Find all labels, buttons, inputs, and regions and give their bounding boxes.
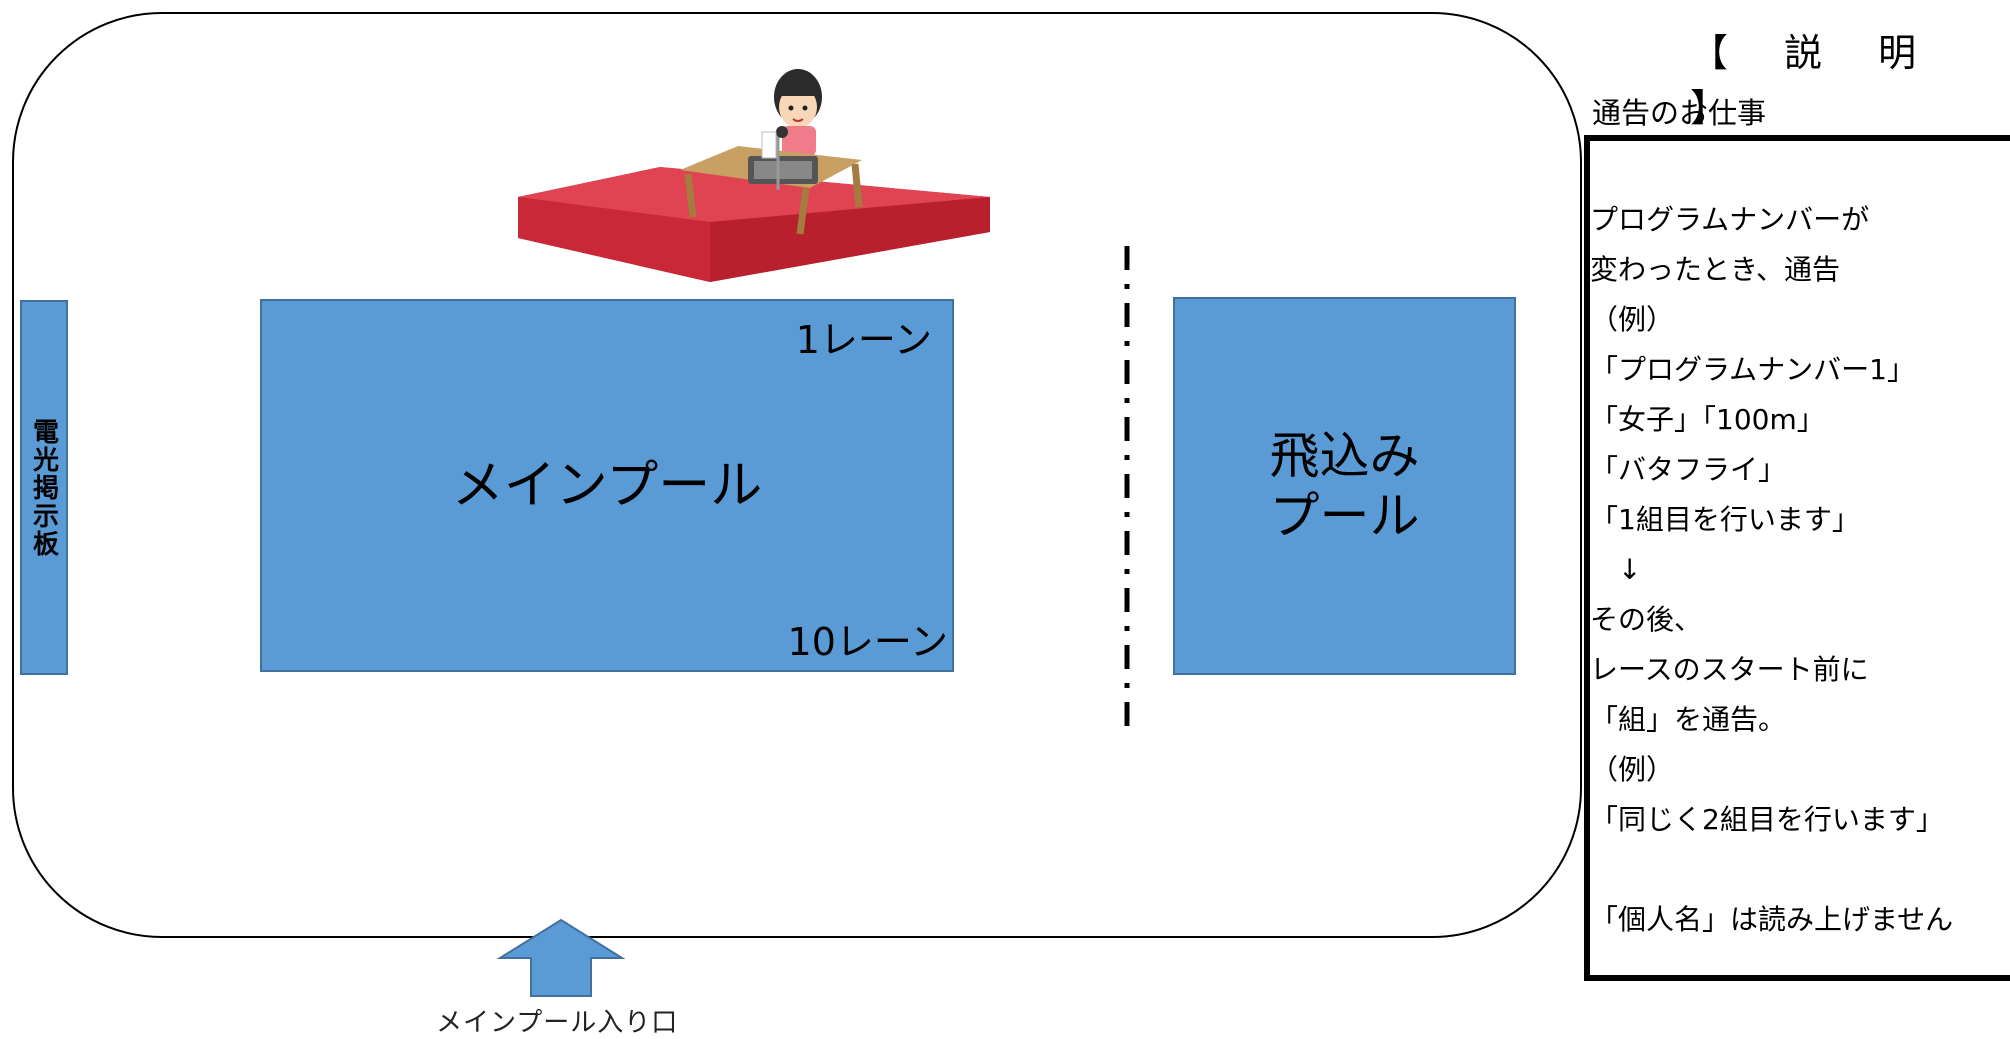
explanation-line: ↓ — [1590, 553, 1642, 586]
explanation-line: 「1組目を行います」 — [1590, 503, 1860, 536]
main-pool-label: メインプール — [451, 456, 763, 516]
explanation-line: 「組」を通告。 — [1590, 703, 1787, 736]
explanation-line: 「プログラムナンバー1」 — [1590, 353, 1915, 386]
lane-1-label: 1レーン — [795, 318, 932, 362]
announcer-desk-icon — [518, 69, 990, 282]
explanation-lines: プログラムナンバーが 変わったとき、通告 （例） 「プログラムナンバー1」 「女… — [1590, 195, 1953, 945]
explanation-line: 「個人名」は読み上げません — [1590, 903, 1954, 936]
explanation-line: 「女子」「100m」 — [1590, 403, 1825, 436]
explanation-line: 「同じく2組目を行います」 — [1590, 803, 1944, 836]
panel-subtitle: 通告のお仕事 — [1592, 96, 1767, 130]
explanation-line: プログラムナンバーが — [1590, 203, 1870, 236]
explanation-line: （例） — [1590, 753, 1675, 786]
explanation-box: プログラムナンバーが 変わったとき、通告 （例） 「プログラムナンバー1」 「女… — [1584, 135, 2010, 981]
lane-10-label: 10レーン — [787, 620, 948, 664]
diving-pool-label: 飛込み プール — [1269, 427, 1420, 545]
explanation-line — [1590, 845, 1953, 895]
explanation-line: （例） — [1590, 303, 1675, 336]
explanation-line: その後、 — [1590, 603, 1703, 636]
diving-pool: 飛込み プール — [1173, 297, 1516, 675]
divider-line — [1124, 246, 1130, 736]
main-pool: 1レーン メインプール 10レーン — [260, 299, 954, 672]
explanation-line: 「バタフライ」 — [1590, 453, 1787, 486]
panel-heading: 【 説 明 】 — [1690, 31, 1939, 130]
explanation-line: 変わったとき、通告 — [1590, 253, 1841, 286]
scoreboard-label: 電光掲示板 — [28, 417, 59, 558]
scoreboard: 電光掲示板 — [20, 300, 68, 675]
entrance-arrow-icon — [496, 918, 626, 997]
entrance-label: メインプール入り口 — [436, 1008, 679, 1038]
venue-outline — [12, 12, 1582, 938]
explanation-line: レースのスタート前に — [1590, 653, 1869, 686]
